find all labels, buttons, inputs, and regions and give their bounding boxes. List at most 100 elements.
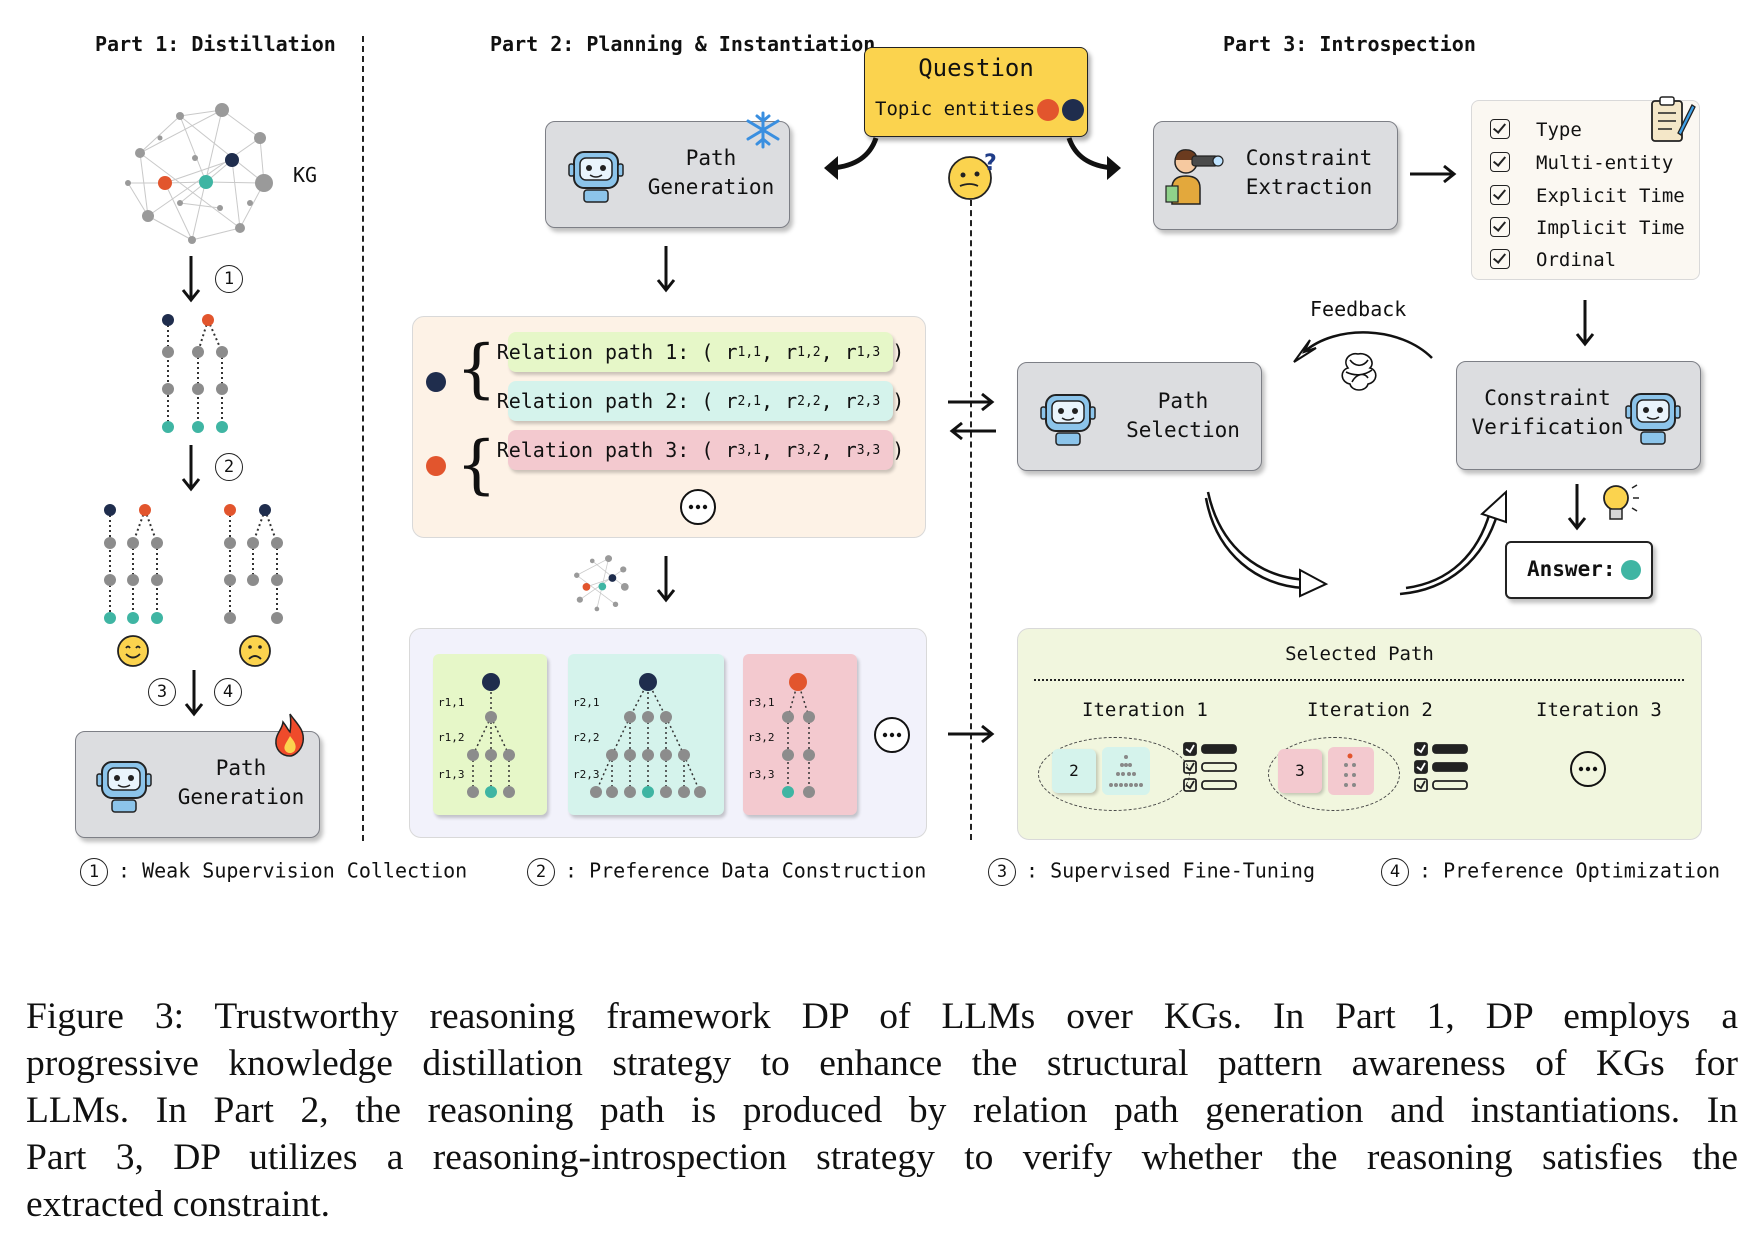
arrow-right-to-constraints	[1410, 164, 1457, 184]
tree-3-label-1: r3,1	[748, 696, 775, 709]
tree-1-graph	[467, 673, 515, 798]
r-sub: 1,3	[856, 344, 881, 360]
constraint-verification-label: Constraint Verification	[1471, 386, 1624, 439]
more-icon	[1570, 751, 1606, 787]
tree-2: r2,1 r2,2 r2,3	[568, 654, 724, 815]
figure-caption: Figure 3: Trustworthy reasoning framewor…	[26, 993, 1738, 1228]
iteration-2-count: 3	[1278, 749, 1322, 793]
curve-arrow-up-right	[1399, 490, 1507, 596]
feedback-arrow	[1293, 331, 1433, 363]
constraint-implicit-time-label: Implicit Time	[1536, 217, 1685, 239]
caption-line-1: Figure 3: Trustworthy reasoning framewor…	[26, 996, 1738, 1037]
tree-1-label-2: r1,2	[438, 731, 465, 744]
constraint-type: Type	[1490, 118, 1582, 141]
relation-path-2-prefix: Relation path 2: (	[496, 389, 726, 413]
relation-path-3-prefix: Relation path 3: (	[496, 438, 726, 462]
tree-2-label-1: r2,1	[573, 696, 600, 709]
robot-icon	[568, 151, 624, 203]
arrow-down-to-answer	[1567, 484, 1587, 531]
tree-3-label-2: r3,2	[748, 731, 775, 744]
constraint-extraction-box: Constraint Extraction	[1153, 121, 1398, 230]
lightbulb-icon	[1603, 484, 1639, 520]
legend-4-number: 4	[1381, 858, 1409, 886]
constraint-checklist: Type Multi-entity Explicit Time Implicit…	[1471, 96, 1700, 280]
arrow-step1	[181, 256, 201, 303]
iteration-2-label: Iteration 2	[1307, 699, 1433, 721]
fire-icon	[275, 713, 305, 757]
checkbox-checked-icon	[1490, 216, 1510, 237]
clipboard-icon	[1651, 96, 1696, 142]
arrow-down-1	[656, 246, 676, 293]
legend-1-number: 1	[80, 858, 108, 886]
caption-line-3: LLMs. In Part 2, the reasoning path is p…	[26, 1090, 1738, 1131]
path-selection-box: Path Selection	[1017, 362, 1262, 471]
arrow-step2	[181, 445, 201, 492]
legend-4: 4 : Preference Optimization	[1381, 858, 1720, 886]
selected-path-divider	[1034, 679, 1684, 681]
arrow-down-2	[656, 556, 676, 603]
path-generation-trained-box: Path Generation	[75, 713, 320, 838]
tree-2-label-3: r2,3	[573, 768, 600, 781]
tree-1-label-3: r1,3	[438, 768, 465, 781]
iteration-1-count: 2	[1052, 749, 1096, 793]
r-sub: 3,1	[737, 442, 761, 458]
arrow-left-from-selection	[949, 421, 996, 441]
curve-arrow-down-right	[1204, 491, 1329, 598]
tree-1-label-1: r1,1	[438, 696, 465, 709]
caption-line-4: Part 3, DP utilizes a reasoning-introspe…	[26, 1137, 1738, 1178]
tree-2-graph	[590, 673, 706, 798]
tree-3: r3,1 r3,2 r3,3	[743, 654, 857, 815]
step2-badge: 2	[215, 453, 253, 481]
snowflake-icon	[746, 111, 780, 149]
more-icon	[874, 717, 910, 753]
legend-3-number: 3	[988, 858, 1016, 886]
kg-graph-icon	[125, 103, 273, 244]
answer-label: Answer:	[1527, 557, 1616, 581]
iteration-1-group	[1038, 737, 1190, 811]
separator-1	[362, 36, 364, 841]
legend-2: 2: Preference Data Construction	[527, 858, 926, 886]
selected-path-title: Selected Path	[1285, 643, 1434, 665]
caption-line-5: extracted constraint.	[26, 1184, 331, 1225]
smile-icon	[117, 635, 149, 667]
legend-4-text: : Preference Optimization	[1419, 858, 1721, 883]
frown-icon	[239, 635, 271, 667]
constraint-explicit-time-label: Explicit Time	[1536, 185, 1685, 207]
iteration-3-label: Iteration 3	[1536, 699, 1662, 721]
constraint-ordinal: Ordinal	[1490, 248, 1617, 271]
checkbox-checked-icon	[1490, 118, 1510, 139]
path-generation-frozen-label: Path Generation	[647, 146, 775, 199]
legend-3-text: : Supervised Fine-Tuning	[1026, 858, 1315, 883]
arrow-step34	[184, 670, 204, 717]
constraint-ordinal-label: Ordinal	[1536, 249, 1617, 271]
legend-2-number: 2	[527, 858, 555, 886]
constraint-extraction-label: Constraint Extraction	[1245, 146, 1373, 199]
checkbox-checked-icon	[1490, 151, 1510, 172]
path-generation-frozen-box: Path Generation	[545, 111, 790, 228]
thinking-face-icon: ?	[948, 151, 997, 200]
answer-entity-teal	[1621, 560, 1641, 580]
robot-icon	[1625, 393, 1681, 445]
constraint-implicit-time: Implicit Time	[1490, 216, 1685, 239]
step1-number: 1	[215, 265, 243, 293]
svg-text:?: ?	[984, 151, 997, 176]
r-sub: 1,2	[797, 344, 821, 360]
iteration-2-mini-tree	[1328, 747, 1374, 795]
robot-icon	[96, 761, 152, 813]
kg-label: KG	[293, 163, 318, 187]
step3-badge: 3	[148, 678, 186, 706]
step4-badge: 4	[214, 678, 252, 706]
brace-orange: {	[456, 428, 497, 502]
path-chains-good	[104, 504, 163, 624]
more-icon	[680, 489, 716, 525]
selected-path-panel: Selected Path Iteration 1 Iteration 2 It…	[1017, 628, 1702, 840]
brace-navy: {	[456, 332, 497, 406]
checkbox-checked-icon	[1490, 184, 1510, 205]
separator-2	[970, 200, 972, 840]
question-title: Question	[918, 54, 1034, 82]
question-box: Question Topic entities:	[864, 47, 1088, 137]
detective-icon	[1165, 149, 1224, 205]
r-sub: 3,3	[856, 442, 881, 458]
r-sub: 2,3	[856, 393, 881, 409]
